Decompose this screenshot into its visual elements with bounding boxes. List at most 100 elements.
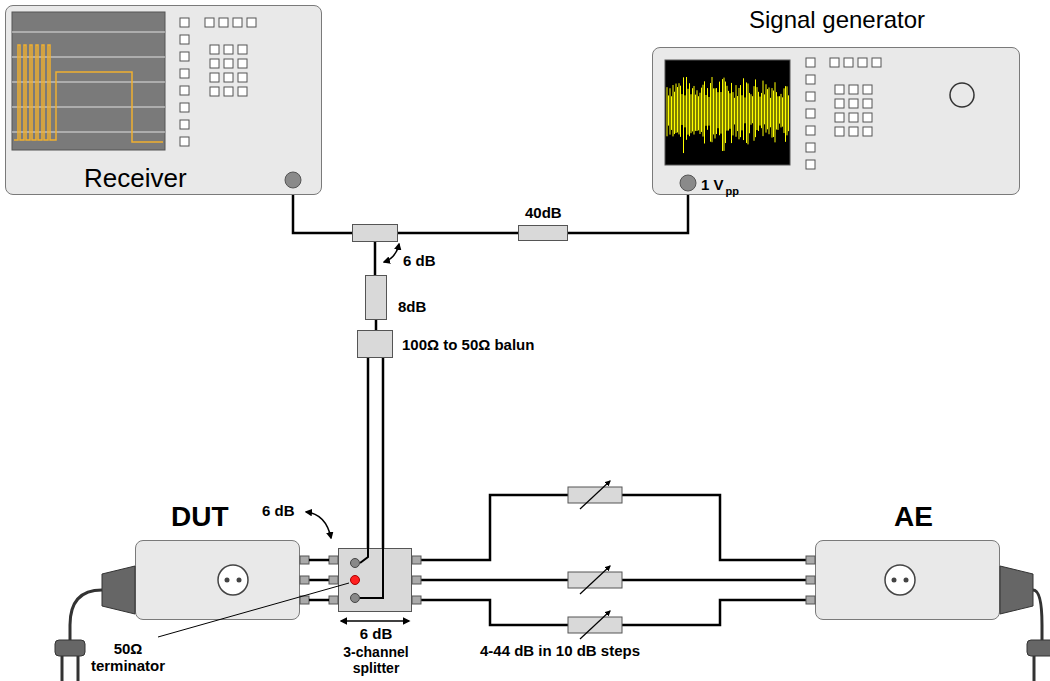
drawing-part bbox=[247, 18, 256, 27]
cable bbox=[374, 242, 377, 275]
node-text: 1 V bbox=[701, 176, 724, 193]
drawing-part bbox=[849, 99, 858, 108]
drawing-part bbox=[180, 120, 189, 129]
drawing-part bbox=[885, 565, 915, 595]
drawing-part bbox=[872, 58, 881, 67]
node-text: 6 dB bbox=[403, 252, 436, 269]
annotation-label: 50Ω terminator bbox=[78, 640, 178, 675]
drawing-part bbox=[77, 656, 80, 681]
balun-box: 100Ω to 50Ω balun bbox=[357, 330, 393, 358]
drawing-part bbox=[863, 99, 872, 108]
node-text: pp bbox=[726, 185, 739, 198]
node-text: DUT bbox=[171, 501, 229, 533]
drawing-part bbox=[710, 83, 711, 142]
drawing-part bbox=[1033, 590, 1042, 642]
drawing-part bbox=[835, 85, 844, 94]
drawing-part bbox=[709, 97, 710, 126]
drawing-part bbox=[580, 481, 610, 509]
drawing-part bbox=[863, 113, 872, 122]
drawing-part bbox=[736, 85, 737, 137]
drawing-part bbox=[224, 45, 233, 54]
drawing-part bbox=[904, 578, 909, 583]
drawing-part bbox=[806, 109, 815, 118]
drawing-part bbox=[761, 93, 762, 128]
drawing-part bbox=[749, 93, 750, 133]
cable bbox=[412, 495, 815, 560]
dimension-arrow bbox=[341, 620, 409, 622]
drawing-part bbox=[752, 96, 753, 123]
node-text: 6 dB bbox=[360, 625, 393, 642]
drawing-part bbox=[180, 18, 189, 27]
drawing-part bbox=[718, 92, 719, 128]
drawing-part bbox=[769, 87, 770, 134]
cable bbox=[300, 579, 338, 582]
drawing-part bbox=[12, 107, 165, 108]
drawing-part bbox=[740, 85, 741, 137]
drawing-part bbox=[102, 566, 135, 614]
drawing-part bbox=[721, 92, 722, 134]
drawing-part bbox=[12, 132, 165, 133]
generator-screen bbox=[665, 60, 790, 165]
drawing-part bbox=[849, 113, 858, 122]
device-box: AE bbox=[815, 540, 1000, 620]
cable bbox=[375, 320, 378, 330]
drawing-part bbox=[719, 82, 720, 136]
drawing-part bbox=[412, 596, 421, 604]
drawing-part bbox=[727, 86, 728, 131]
drawing-part bbox=[806, 160, 815, 169]
drawing-part bbox=[218, 565, 248, 595]
drawing-part bbox=[683, 77, 684, 153]
drawing-part bbox=[309, 559, 329, 562]
drawing-part bbox=[835, 113, 844, 122]
drawing-part bbox=[667, 77, 789, 153]
drawing-part bbox=[778, 96, 779, 130]
drawing-part bbox=[688, 89, 689, 135]
drawing-part bbox=[300, 596, 309, 604]
drawing-part bbox=[180, 52, 189, 61]
drawing-part bbox=[754, 86, 755, 141]
drawing-part bbox=[685, 95, 686, 127]
drawing-part bbox=[665, 60, 790, 165]
variable-attenuator bbox=[568, 481, 622, 509]
drawing-part bbox=[670, 88, 671, 134]
drawing-part bbox=[704, 81, 705, 143]
splitter-interior bbox=[351, 548, 384, 603]
drawing-part bbox=[770, 98, 771, 127]
drawing-part bbox=[733, 92, 734, 135]
drawing-part bbox=[728, 91, 729, 131]
drawing-part bbox=[671, 96, 672, 130]
drawing-part bbox=[781, 94, 782, 128]
drawing-part bbox=[70, 590, 102, 642]
drawing-part bbox=[238, 87, 247, 96]
drawing-part bbox=[734, 98, 735, 125]
mains-socket bbox=[218, 565, 248, 595]
node-text: 100Ω to 50Ω balun bbox=[402, 336, 534, 353]
cable bbox=[412, 600, 815, 625]
drawing-part bbox=[697, 90, 698, 131]
drawing-part bbox=[1000, 566, 1033, 614]
drawing-part bbox=[61, 656, 64, 681]
drawing-part bbox=[739, 88, 740, 139]
drawing-part bbox=[858, 58, 867, 67]
drawing-part bbox=[760, 97, 761, 126]
drawing-part bbox=[224, 87, 233, 96]
drawing-part bbox=[758, 92, 759, 131]
cable bbox=[293, 195, 352, 233]
drawing-part bbox=[210, 59, 219, 68]
drawing-part bbox=[674, 92, 675, 134]
drawing-part bbox=[580, 611, 610, 639]
splitter-box: 6 dB3-channel splitter bbox=[338, 548, 412, 612]
drawing-part bbox=[806, 556, 815, 564]
drawing-part bbox=[55, 640, 85, 656]
drawing-part bbox=[668, 95, 669, 125]
pin-wires bbox=[309, 560, 329, 600]
drawing-part bbox=[412, 556, 421, 564]
drawing-part bbox=[300, 556, 309, 564]
drawing-part bbox=[731, 83, 732, 143]
drawing-part bbox=[755, 79, 756, 137]
drawing-part bbox=[748, 83, 749, 144]
drawing-part bbox=[766, 84, 767, 132]
cable bbox=[568, 195, 688, 233]
drawing-part bbox=[784, 88, 785, 133]
drawing-part bbox=[12, 32, 165, 33]
